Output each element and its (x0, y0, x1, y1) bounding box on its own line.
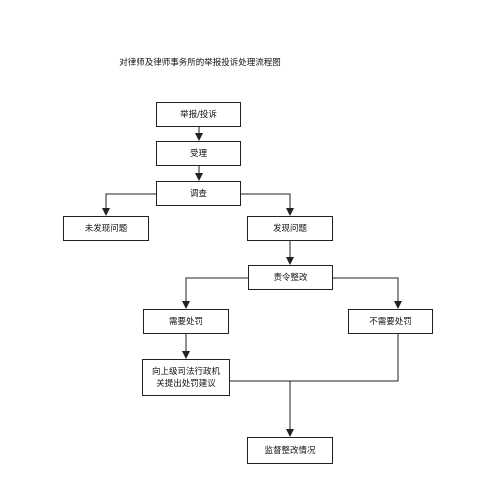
no-penalty-node: 不需要处罚 (348, 309, 433, 334)
edge-investigate-to-issue-found (241, 193, 294, 216)
supervise-node: 监督整改情况 (247, 437, 333, 464)
need-penalty-node: 需要处罚 (143, 309, 229, 334)
rectify-order-node: 责令整改 (248, 265, 333, 290)
edge-no-penalty-to-supervise (290, 334, 399, 382)
accept-node: 受理 (156, 141, 241, 166)
diagram-title: 对律师及律师事务所的举报投诉处理流程图 (119, 58, 281, 68)
edge-rectify-to-no-penalty (333, 277, 402, 309)
edge-propose-to-supervise (230, 380, 294, 437)
issue-found-node: 发现问题 (247, 216, 333, 241)
propose-penalty-node: 向上级司法行政机 关提出处罚建议 (142, 359, 230, 396)
report-node: 举报/投诉 (156, 102, 241, 127)
no-issue-node: 未发现问题 (63, 216, 149, 241)
investigate-node: 调查 (156, 181, 241, 206)
edge-investigate-to-no-issue (102, 193, 156, 216)
edge-rectify-to-need-penalty (182, 277, 248, 309)
